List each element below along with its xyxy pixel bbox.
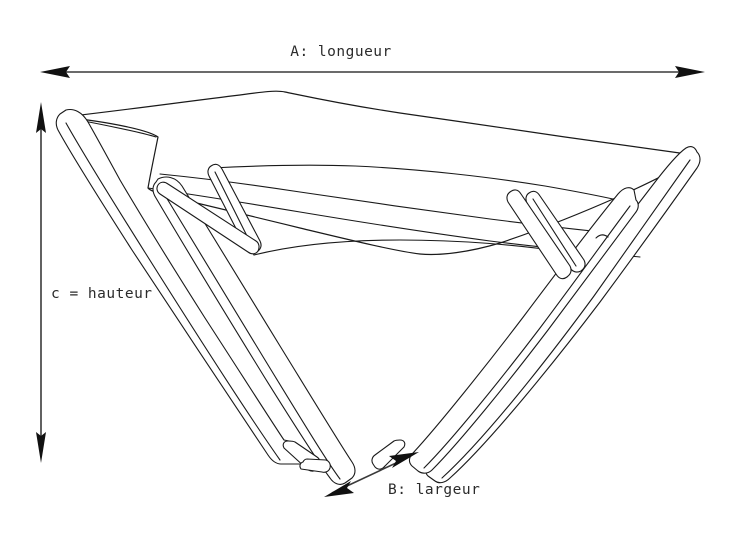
arrow-diagonal-back-icon bbox=[324, 481, 354, 497]
right-rear-bow-inner bbox=[441, 159, 691, 479]
rear-fabric-sag-upper bbox=[211, 164, 635, 205]
dimension-width: B: largeur bbox=[324, 452, 480, 498]
right-brace-inner bbox=[532, 198, 577, 267]
arrow-left-icon bbox=[40, 66, 70, 78]
left-front-leg-tube bbox=[152, 176, 356, 485]
right-brace2-outline bbox=[506, 189, 572, 280]
left-brace-inner bbox=[214, 171, 253, 247]
right-foot-pad bbox=[371, 439, 406, 470]
width-label: B: largeur bbox=[388, 482, 480, 498]
arrow-up-icon bbox=[36, 102, 46, 133]
arrow-right-icon bbox=[675, 66, 705, 78]
left-foot-tip bbox=[299, 458, 331, 473]
right-leg-joint-notch bbox=[595, 234, 609, 239]
left-rear-bow-inner bbox=[65, 122, 281, 461]
right-brace-strut bbox=[525, 190, 586, 273]
dimension-length: A: longueur bbox=[40, 44, 705, 78]
arrow-down-icon bbox=[36, 432, 46, 463]
height-label: c = hauteur bbox=[51, 286, 153, 302]
left-brace2-outline bbox=[156, 181, 260, 255]
foot-pads-group bbox=[282, 439, 406, 473]
right-brace-strut-2 bbox=[506, 189, 572, 280]
left-front-leg-outline bbox=[152, 176, 356, 485]
length-label: A: longueur bbox=[290, 44, 392, 60]
arrow-diagonal-icon bbox=[389, 452, 419, 468]
left-brace-strut-2 bbox=[156, 181, 260, 255]
left-front-leg-inner bbox=[162, 191, 341, 480]
dimension-height: c = hauteur bbox=[36, 102, 153, 463]
canopy-front-hem bbox=[159, 173, 641, 237]
